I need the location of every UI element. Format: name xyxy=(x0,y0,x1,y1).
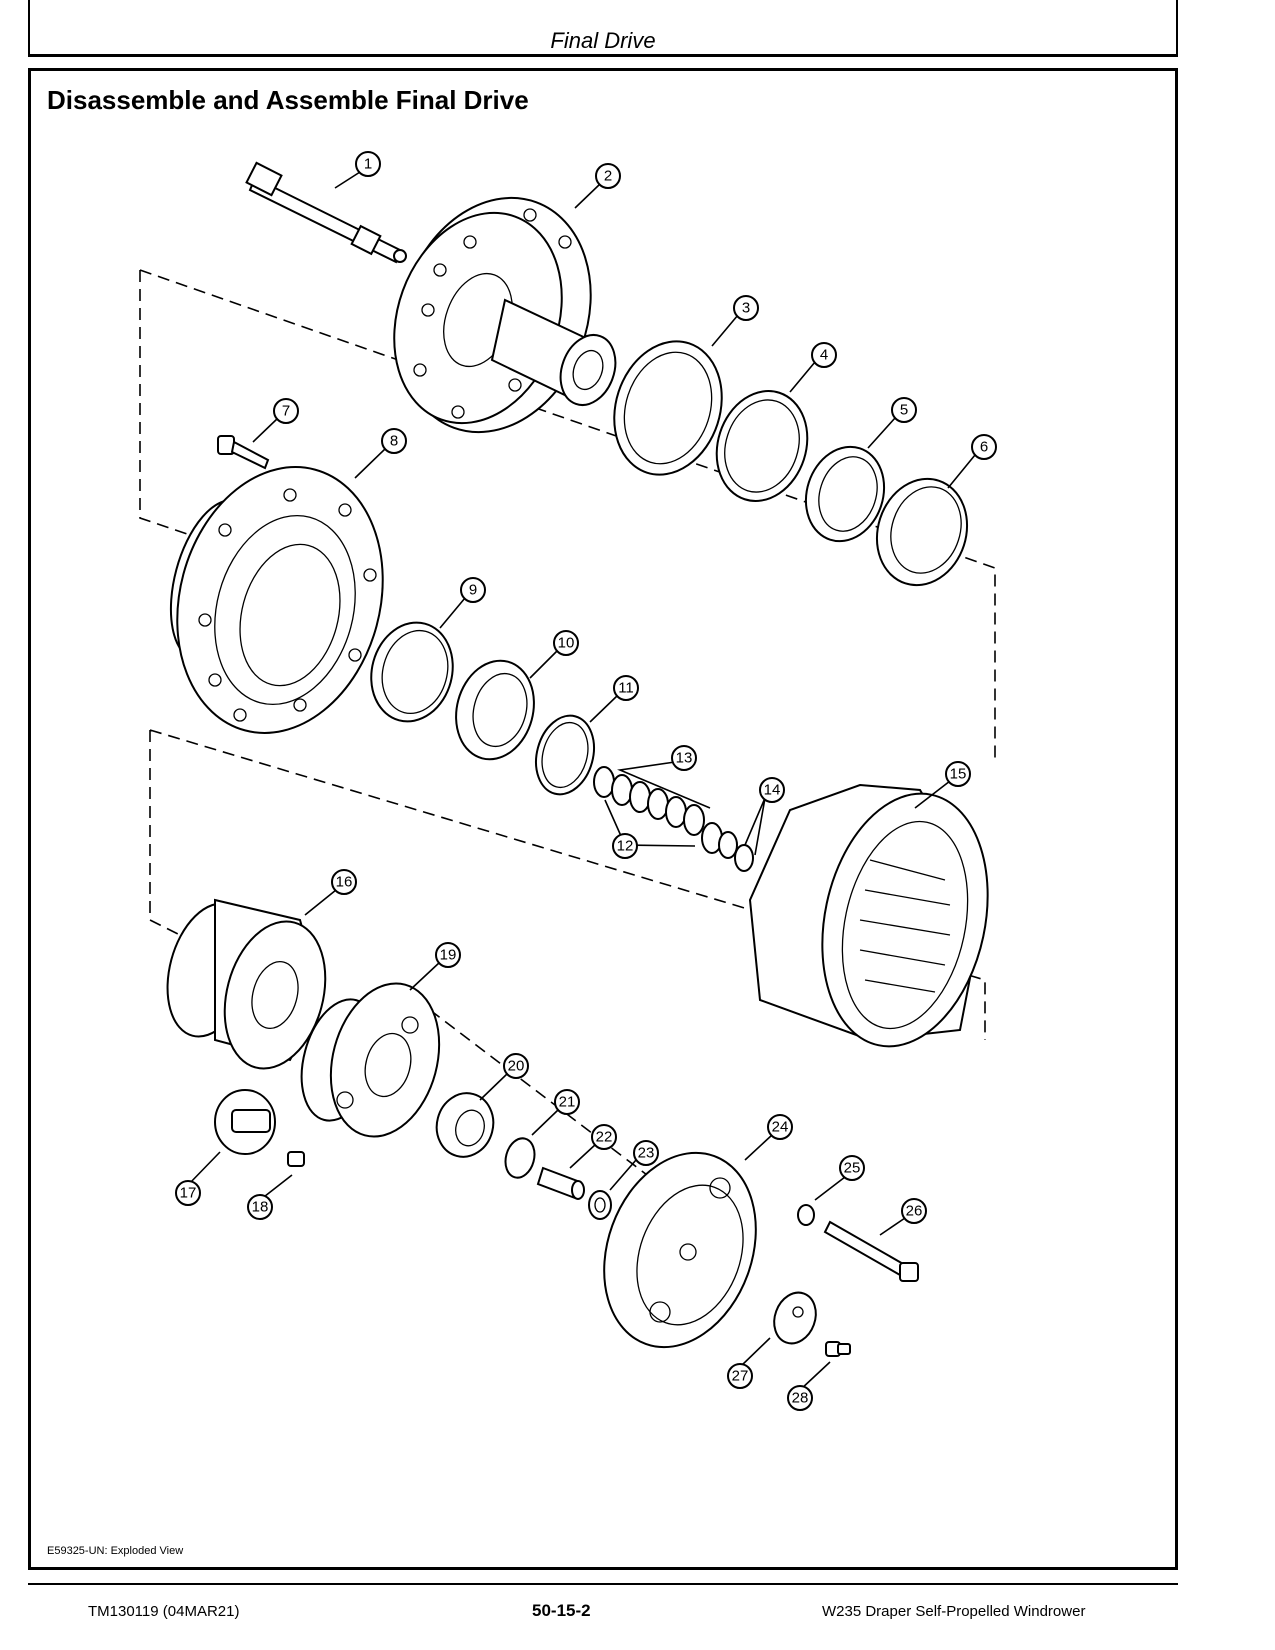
callout-label: 4 xyxy=(820,347,828,364)
part-bearing-cup-inner xyxy=(370,621,454,723)
callout-16: 16 xyxy=(331,869,357,895)
callout-label: 18 xyxy=(252,1199,269,1216)
footer-doc-id: TM130119 (04MAR21) xyxy=(88,1603,240,1620)
callout-label: 3 xyxy=(742,300,750,317)
callout-label: 17 xyxy=(180,1185,197,1202)
part-cone-bearing-inner xyxy=(455,659,535,761)
callout-11: 11 xyxy=(613,675,639,701)
part-planet-carrier xyxy=(166,898,327,1070)
callout-label: 23 xyxy=(638,1145,655,1162)
callout-8: 8 xyxy=(381,428,407,454)
part-wheel-hub xyxy=(169,466,384,734)
callout-28: 28 xyxy=(787,1385,813,1411)
callout-18: 18 xyxy=(247,1194,273,1220)
figure-caption: E59325-UN: Exploded View xyxy=(47,1545,184,1557)
callout-label: 27 xyxy=(732,1368,749,1385)
callout-9: 9 xyxy=(460,577,486,603)
callout-label: 10 xyxy=(558,635,575,652)
part-screw xyxy=(825,1341,851,1357)
footer-product: W235 Draper Self-Propelled Windrower xyxy=(822,1603,1086,1620)
callout-4: 4 xyxy=(811,342,837,368)
callout-20: 20 xyxy=(503,1053,529,1079)
callout-1: 1 xyxy=(355,151,381,177)
part-disc xyxy=(773,1291,817,1345)
alignment-dashed-lines xyxy=(139,269,996,760)
callout-27: 27 xyxy=(727,1363,753,1389)
callout-label: 26 xyxy=(906,1203,923,1220)
callout-2: 2 xyxy=(595,163,621,189)
part-pin xyxy=(287,1151,305,1167)
part-ring-gear xyxy=(748,783,989,1048)
header-title: Final Drive xyxy=(550,28,656,53)
callout-label: 14 xyxy=(764,782,781,799)
callout-label: 19 xyxy=(440,947,457,964)
part-bolt-small xyxy=(217,435,270,470)
part-o-ring-stack xyxy=(593,766,754,872)
footer-page-number: 50-15-2 xyxy=(532,1601,591,1620)
part-shaft xyxy=(245,161,407,264)
callout-22: 22 xyxy=(591,1124,617,1150)
callout-label: 11 xyxy=(618,680,634,697)
section-title: Disassemble and Assemble Final Drive xyxy=(47,85,529,115)
callout-label: 25 xyxy=(844,1160,861,1177)
callout-19: 19 xyxy=(435,942,461,968)
callout-label: 12 xyxy=(617,838,634,855)
part-thrust-block xyxy=(214,1089,276,1155)
callout-13: 13 xyxy=(671,745,697,771)
callout-23: 23 xyxy=(633,1140,659,1166)
callout-label: 28 xyxy=(792,1390,809,1407)
callout-label: 21 xyxy=(559,1094,576,1111)
callout-label: 24 xyxy=(772,1119,789,1136)
part-washer xyxy=(588,1190,612,1220)
content-frame: Disassemble and Assemble Final Drive E59… xyxy=(28,68,1178,1570)
footer-rule xyxy=(28,1583,1178,1585)
part-sun-gear xyxy=(435,1092,495,1158)
part-bearing-cup-outer xyxy=(875,477,969,587)
callout-label: 2 xyxy=(604,168,612,185)
part-flange-hub xyxy=(393,196,617,434)
part-retainer xyxy=(504,1137,536,1179)
callout-label: 1 xyxy=(364,156,372,173)
part-seal-ring xyxy=(715,390,809,502)
callout-label: 15 xyxy=(950,766,967,783)
callout-7: 7 xyxy=(273,398,299,424)
part-cover xyxy=(603,1151,757,1349)
callout-label: 6 xyxy=(980,439,988,456)
part-secondary-carrier xyxy=(300,982,441,1138)
callout-26: 26 xyxy=(901,1198,927,1224)
part-thrust-washer xyxy=(535,714,595,796)
callout-17: 17 xyxy=(175,1180,201,1206)
part-spacer-shaft xyxy=(536,1166,585,1200)
callout-14: 14 xyxy=(759,777,785,803)
part-small-washer xyxy=(797,1204,815,1226)
callout-label: 5 xyxy=(900,402,908,419)
callout-21: 21 xyxy=(554,1089,580,1115)
callout-label: 16 xyxy=(336,874,353,891)
callout-25: 25 xyxy=(839,1155,865,1181)
callout-label: 13 xyxy=(676,750,693,767)
callout-label: 8 xyxy=(390,433,398,450)
callout-3: 3 xyxy=(733,295,759,321)
callout-24: 24 xyxy=(767,1114,793,1140)
page-header: Final Drive xyxy=(28,0,1178,57)
callout-15: 15 xyxy=(945,761,971,787)
callout-label: 20 xyxy=(508,1058,525,1075)
part-cone-bearing-outer xyxy=(804,445,886,543)
leader-lines xyxy=(187,171,976,1391)
callout-12: 12 xyxy=(612,833,638,859)
callout-5: 5 xyxy=(891,397,917,423)
callout-10: 10 xyxy=(553,630,579,656)
callout-label: 9 xyxy=(469,582,477,599)
callout-6: 6 xyxy=(971,434,997,460)
callout-label: 22 xyxy=(596,1129,613,1146)
part-long-bolt xyxy=(823,1220,919,1282)
callout-label: 7 xyxy=(282,403,290,420)
part-seal xyxy=(613,340,723,476)
